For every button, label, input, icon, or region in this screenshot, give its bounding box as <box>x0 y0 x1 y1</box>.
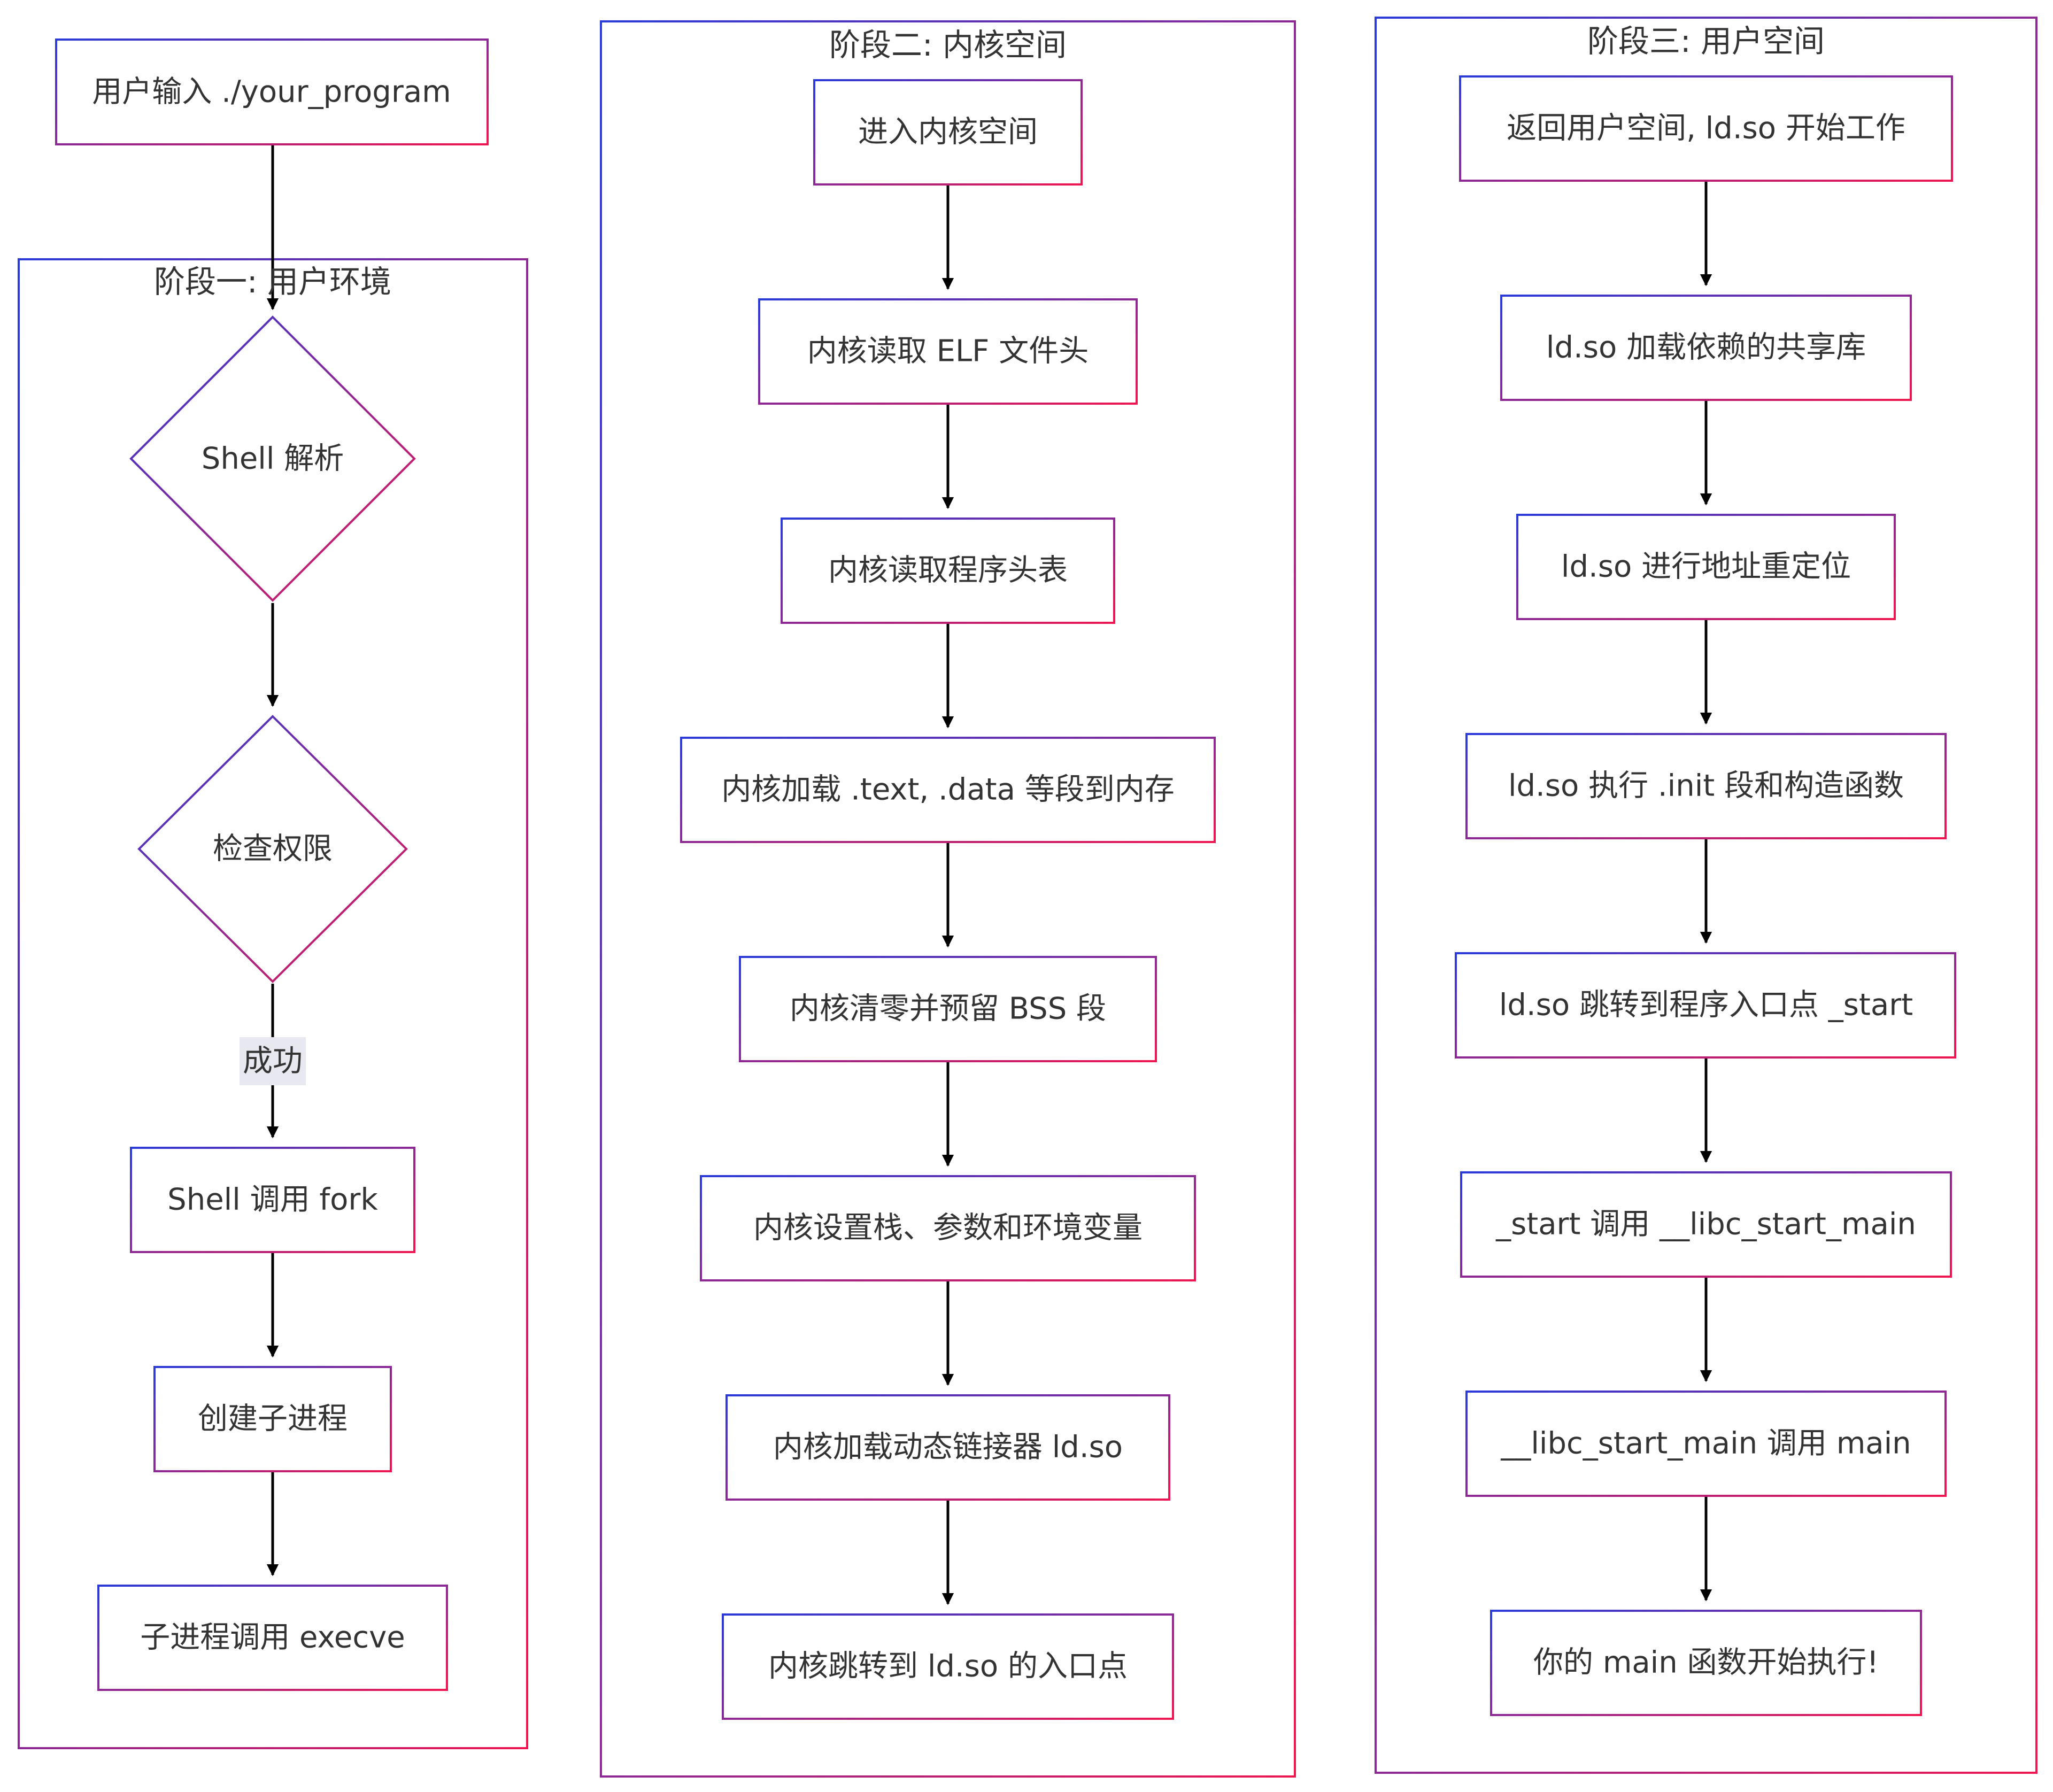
phase3-node-1: ld.so 加载依赖的共享库 <box>1546 330 1866 365</box>
phase2-node-box-2: 内核读取程序头表 <box>781 517 1115 624</box>
phase2-node-7: 内核跳转到 ld.so 的入口点 <box>768 1649 1128 1684</box>
phase2-node-1: 内核读取 ELF 文件头 <box>807 334 1089 369</box>
phase3-title: 阶段三: 用户空间 <box>1587 23 1825 59</box>
phase3-node-box-1: ld.so 加载依赖的共享库 <box>1500 295 1912 401</box>
phase2-node-6: 内核加载动态链接器 ld.so <box>773 1430 1123 1465</box>
phase3-node-4: ld.so 跳转到程序入口点 _start <box>1499 988 1913 1023</box>
phase2-node-box-5: 内核设置栈、参数和环境变量 <box>700 1175 1196 1281</box>
phase3-node-box-4: ld.so 跳转到程序入口点 _start <box>1455 952 1956 1059</box>
phase3-node-box-3: ld.so 执行 .init 段和构造函数 <box>1465 733 1947 839</box>
phase3-node-box-5: _start 调用 __libc_start_main <box>1460 1171 1952 1278</box>
phase2-node-box-6: 内核加载动态链接器 ld.so <box>726 1394 1170 1501</box>
phase3-cluster <box>1375 17 2037 1774</box>
phase3-node-0: 返回用户空间, ld.so 开始工作 <box>1507 111 1905 146</box>
phase1-node-child: 创建子进程 <box>153 1366 392 1472</box>
edges <box>266 144 1712 1605</box>
phase3-node-box-7: 你的 main 函数开始执行! <box>1490 1610 1922 1716</box>
edge-label-success: 成功 <box>240 1037 306 1085</box>
phase1-node-execve: 子进程调用 execve <box>97 1585 448 1691</box>
phase3-node-box-0: 返回用户空间, ld.so 开始工作 <box>1459 75 1953 182</box>
phase2-node-box-0: 进入内核空间 <box>813 79 1083 186</box>
phase1-decision-check: 检查权限 <box>137 715 408 983</box>
phase3-node-7: 你的 main 函数开始执行! <box>1533 1646 1879 1680</box>
start-node: 用户输入 ./your_program <box>55 38 489 145</box>
phase2-node-box-1: 内核读取 ELF 文件头 <box>758 298 1138 405</box>
phase1-decision-parse: Shell 解析 <box>129 315 416 602</box>
phase1-node-2: Shell 调用 fork <box>167 1183 378 1217</box>
phase1-node-0: Shell 解析 <box>202 442 344 476</box>
phase2-node-4: 内核清零并预留 BSS 段 <box>790 992 1106 1026</box>
start-node-label: 用户输入 ./your_program <box>92 75 451 110</box>
phase2-cluster <box>600 20 1296 1778</box>
phase3-node-3: ld.so 执行 .init 段和构造函数 <box>1508 769 1904 804</box>
edge-label-success-text: 成功 <box>243 1044 303 1079</box>
phase2-node-box-4: 内核清零并预留 BSS 段 <box>739 956 1157 1062</box>
phase2-node-box-3: 内核加载 .text, .data 等段到内存 <box>680 737 1216 843</box>
phase2-node-2: 内核读取程序头表 <box>828 553 1068 588</box>
phase1-node-1: 检查权限 <box>213 832 333 867</box>
phase3-node-2: ld.so 进行地址重定位 <box>1561 550 1851 584</box>
phase1-node-fork: Shell 调用 fork <box>130 1147 415 1253</box>
phase2-node-5: 内核设置栈、参数和环境变量 <box>753 1211 1143 1246</box>
phase1-title: 阶段一: 用户环境 <box>154 264 391 300</box>
phase3-node-box-6: __libc_start_main 调用 main <box>1465 1391 1947 1497</box>
phase2-title: 阶段二: 内核空间 <box>829 27 1067 63</box>
phase2-node-box-7: 内核跳转到 ld.so 的入口点 <box>722 1613 1174 1720</box>
phase3-node-5: _start 调用 __libc_start_main <box>1495 1207 1916 1242</box>
phase3-node-6: __libc_start_main 调用 main <box>1500 1426 1911 1461</box>
phase3-node-box-2: ld.so 进行地址重定位 <box>1516 514 1896 620</box>
phase2-node-3: 内核加载 .text, .data 等段到内存 <box>721 773 1174 807</box>
phase1-node-3: 创建子进程 <box>198 1402 348 1436</box>
phase2-node-0: 进入内核空间 <box>858 115 1038 150</box>
phase1-node-4: 子进程调用 execve <box>140 1620 405 1655</box>
